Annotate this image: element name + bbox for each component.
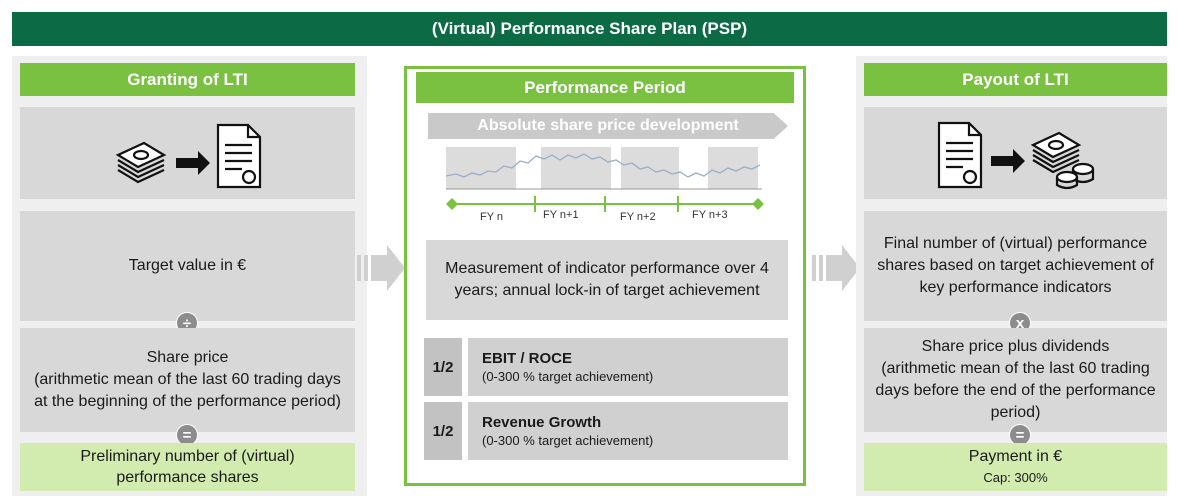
- fiscal-year-timeline-icon: [446, 196, 764, 212]
- equals-operator: =: [176, 424, 198, 446]
- share-price-chart-icon: [446, 147, 762, 190]
- contract-document-icon: [937, 121, 982, 189]
- flow-arrow-right-icon: [812, 245, 860, 291]
- granting-title: Granting of LTI: [20, 63, 355, 96]
- performance-title: Performance Period: [416, 72, 794, 103]
- kpi-range: (0-300 % target achievement): [482, 369, 654, 384]
- flow-arrow-left-icon: [357, 245, 405, 291]
- contract-to-money-icon: [937, 121, 1094, 190]
- money-stack-icon: [115, 141, 166, 184]
- kpi-weight: 1/2: [424, 338, 462, 396]
- measurement-box: Measurement of indicator performance ove…: [426, 240, 788, 320]
- kpi-name: Revenue Growth: [482, 414, 602, 431]
- target-value-box: Target value in €: [20, 211, 355, 321]
- measurement-label: Measurement of indicator performance ove…: [445, 260, 769, 299]
- kpi-ebit-roce: EBIT / ROCE (0-300 % target achievement): [468, 338, 788, 396]
- payment-box: Payment in € Cap: 300%: [864, 443, 1167, 491]
- page-title: (Virtual) Performance Share Plan (PSP): [12, 12, 1167, 46]
- fy-label: FY n: [480, 211, 504, 223]
- kpi-name: EBIT / ROCE: [482, 350, 573, 367]
- preliminary-shares-label: Preliminary number of (virtual) performa…: [80, 448, 295, 486]
- share-price-dividends-label: Share price plus dividends (arithmetic m…: [875, 338, 1156, 421]
- fy-label: FY n+3: [692, 209, 728, 221]
- kpi-range: (0-300 % target achievement): [482, 433, 654, 448]
- share-price-dividends-box: Share price plus dividends (arithmetic m…: [864, 328, 1167, 432]
- arrow-right-icon: [990, 149, 1025, 173]
- granting-icon-box: [20, 107, 355, 199]
- payment-label: Payment in €: [968, 448, 1063, 465]
- payout-icon-box: [864, 107, 1167, 199]
- contract-document-icon: [216, 123, 261, 189]
- money-coins-icon: [1030, 131, 1094, 190]
- arrow-right-icon: [175, 151, 210, 175]
- final-number-box: Final number of (virtual) performance sh…: [864, 211, 1167, 321]
- kpi-revenue-growth: Revenue Growth (0-300 % target achieveme…: [468, 402, 788, 460]
- kpi-weight: 1/2: [424, 402, 462, 460]
- share-price-label: Share price (arithmetic mean of the last…: [34, 349, 341, 410]
- target-value-label: Target value in €: [128, 257, 247, 274]
- payout-title: Payout of LTI: [864, 63, 1167, 96]
- share-price-banner: Absolute share price development: [428, 113, 788, 139]
- final-number-label: Final number of (virtual) performance sh…: [877, 235, 1154, 296]
- fy-label: FY n+1: [543, 209, 579, 221]
- cap-label: Cap: 300%: [983, 470, 1048, 485]
- fy-label: FY n+2: [620, 211, 656, 223]
- share-price-box: Share price (arithmetic mean of the last…: [20, 328, 355, 432]
- money-to-contract-icon: [115, 123, 261, 189]
- preliminary-shares-box: Preliminary number of (virtual) performa…: [20, 443, 355, 491]
